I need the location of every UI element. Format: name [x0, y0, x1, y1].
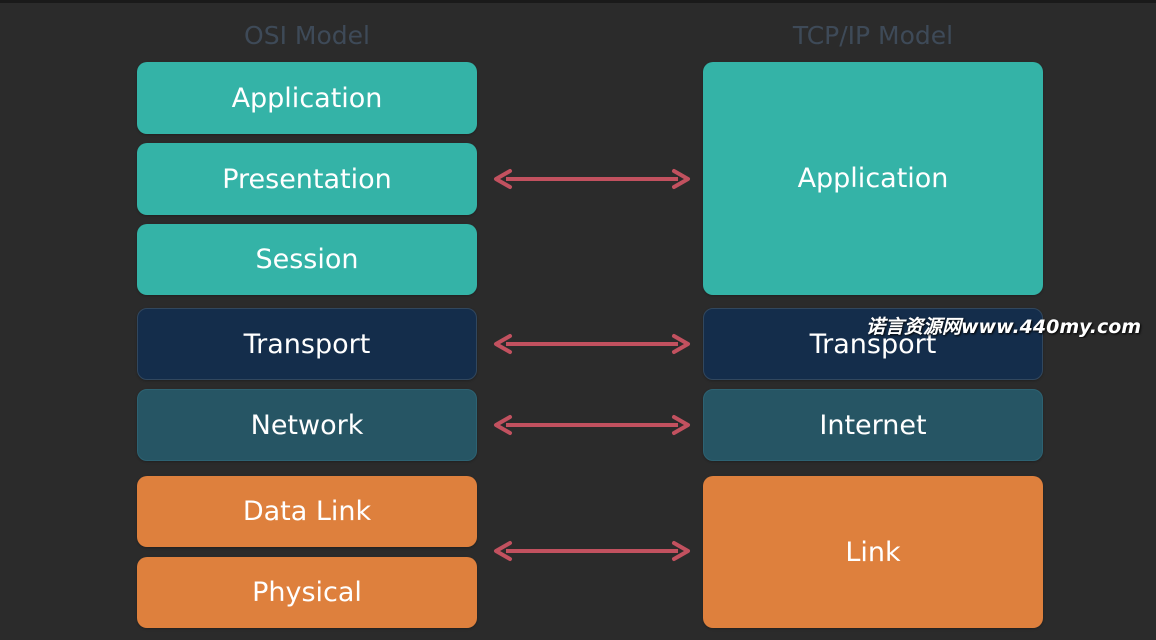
osi-model-title: OSI Model — [244, 21, 370, 50]
osi-layer-session: Session — [137, 224, 477, 295]
osi-layer-application: Application — [137, 62, 477, 134]
tcpip-model-title: TCP/IP Model — [792, 21, 954, 50]
osi-layer-data-link: Data Link — [137, 476, 477, 547]
osi-layer-presentation: Presentation — [137, 143, 477, 215]
mapping-arrow-transport — [494, 334, 690, 354]
mapping-arrow-network — [494, 415, 690, 435]
mapping-arrow-link — [494, 541, 690, 561]
osi-layer-transport: Transport — [137, 308, 477, 380]
osi-layer-network: Network — [137, 389, 477, 461]
top-edge — [0, 0, 1156, 3]
tcpip-layer-application: Application — [703, 62, 1043, 295]
mapping-arrow-application — [494, 169, 690, 189]
tcpip-layer-transport: Transport — [703, 308, 1043, 380]
tcpip-layer-link: Link — [703, 476, 1043, 628]
tcpip-layer-internet: Internet — [703, 389, 1043, 461]
osi-layer-physical: Physical — [137, 557, 477, 628]
watermark-text: 诺言资源网www.440my.com — [866, 316, 1142, 338]
